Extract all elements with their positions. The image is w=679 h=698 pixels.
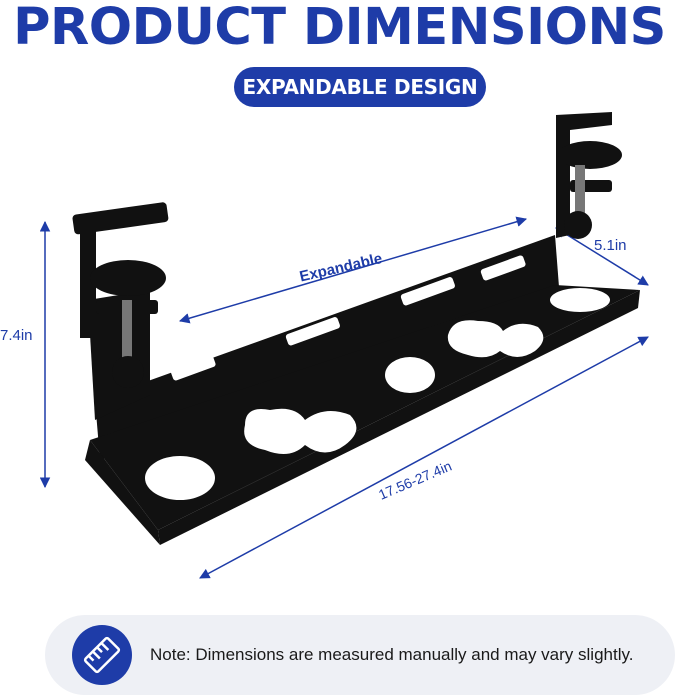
- right-clamp: [556, 112, 622, 239]
- depth-dimension-line: [555, 227, 649, 286]
- width-dimension-line: [199, 336, 649, 579]
- badge-label: EXPANDABLE DESIGN: [242, 75, 478, 99]
- ruler-icon: [72, 625, 132, 685]
- expandable-dimension-line: [178, 216, 528, 324]
- note-banner: Note: Dimensions are measured manually a…: [45, 615, 675, 695]
- note-text: Note: Dimensions are measured manually a…: [150, 645, 634, 664]
- height-label: 7.4in: [0, 327, 33, 344]
- wall-slots: [170, 255, 526, 381]
- floor-cutouts: [145, 288, 610, 500]
- expandable-design-badge: EXPANDABLE DESIGN: [234, 67, 486, 107]
- page-title: PRODUCT DIMENSIONS: [13, 0, 666, 57]
- depth-label: 5.1in: [594, 237, 627, 254]
- left-clamp: [72, 202, 169, 388]
